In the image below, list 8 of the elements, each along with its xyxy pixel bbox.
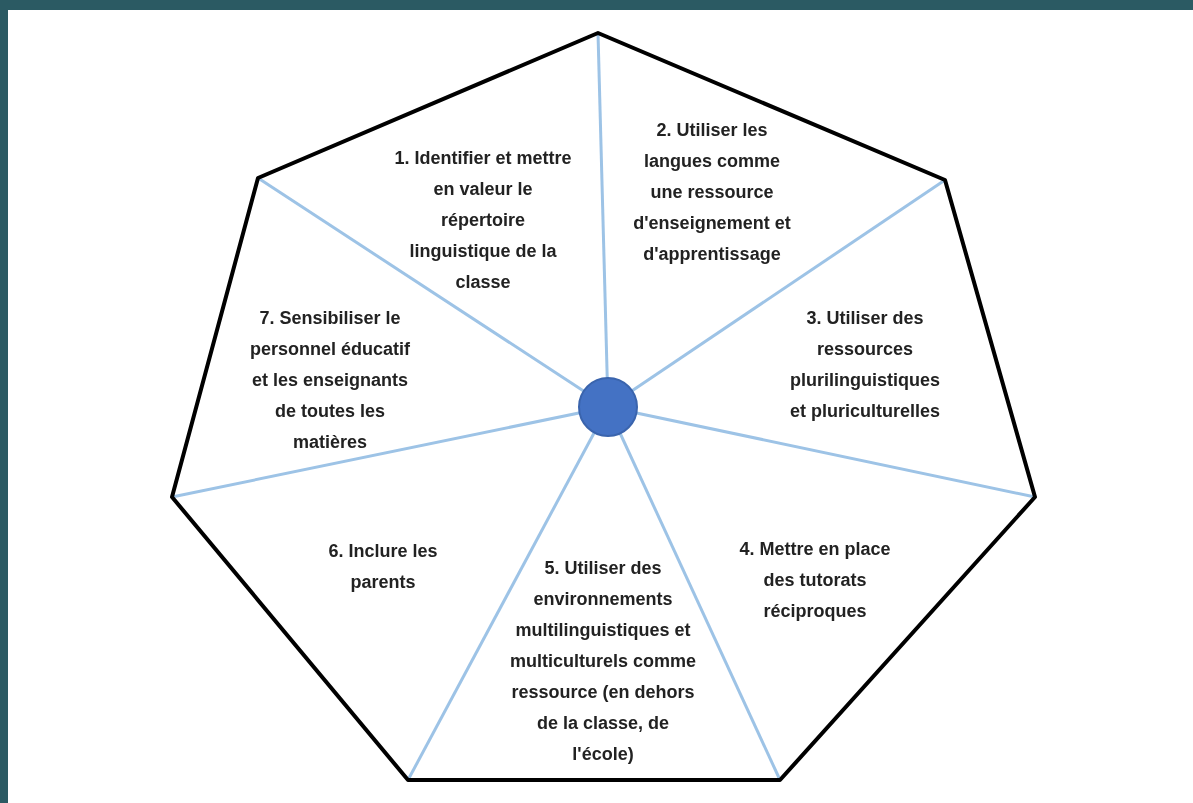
sector-label: 7. Sensibiliser le personnel éducatif et les enseignants de toutes les matières [240,303,420,458]
sector-label: 3. Utiliser des ressources plurilinguistiques et pluriculturelles [782,303,948,427]
sector-label: 1. Identifier et mettre en valeur le répertoire linguistique de la classe [390,143,576,298]
sector-label: 6. Inclure les parents [313,536,453,598]
sector-label: 4. Mettre en place des tutorats réciproques [725,534,905,627]
sector-label: 2. Utiliser les langues comme une ressource d'enseignement et d'apprentissage [629,115,795,270]
center-circle [578,377,638,437]
sector-label: 5. Utiliser des environnements multilinguistiques et multiculturels comme ressource (en dehors de la classe, de l'école) [505,553,701,770]
